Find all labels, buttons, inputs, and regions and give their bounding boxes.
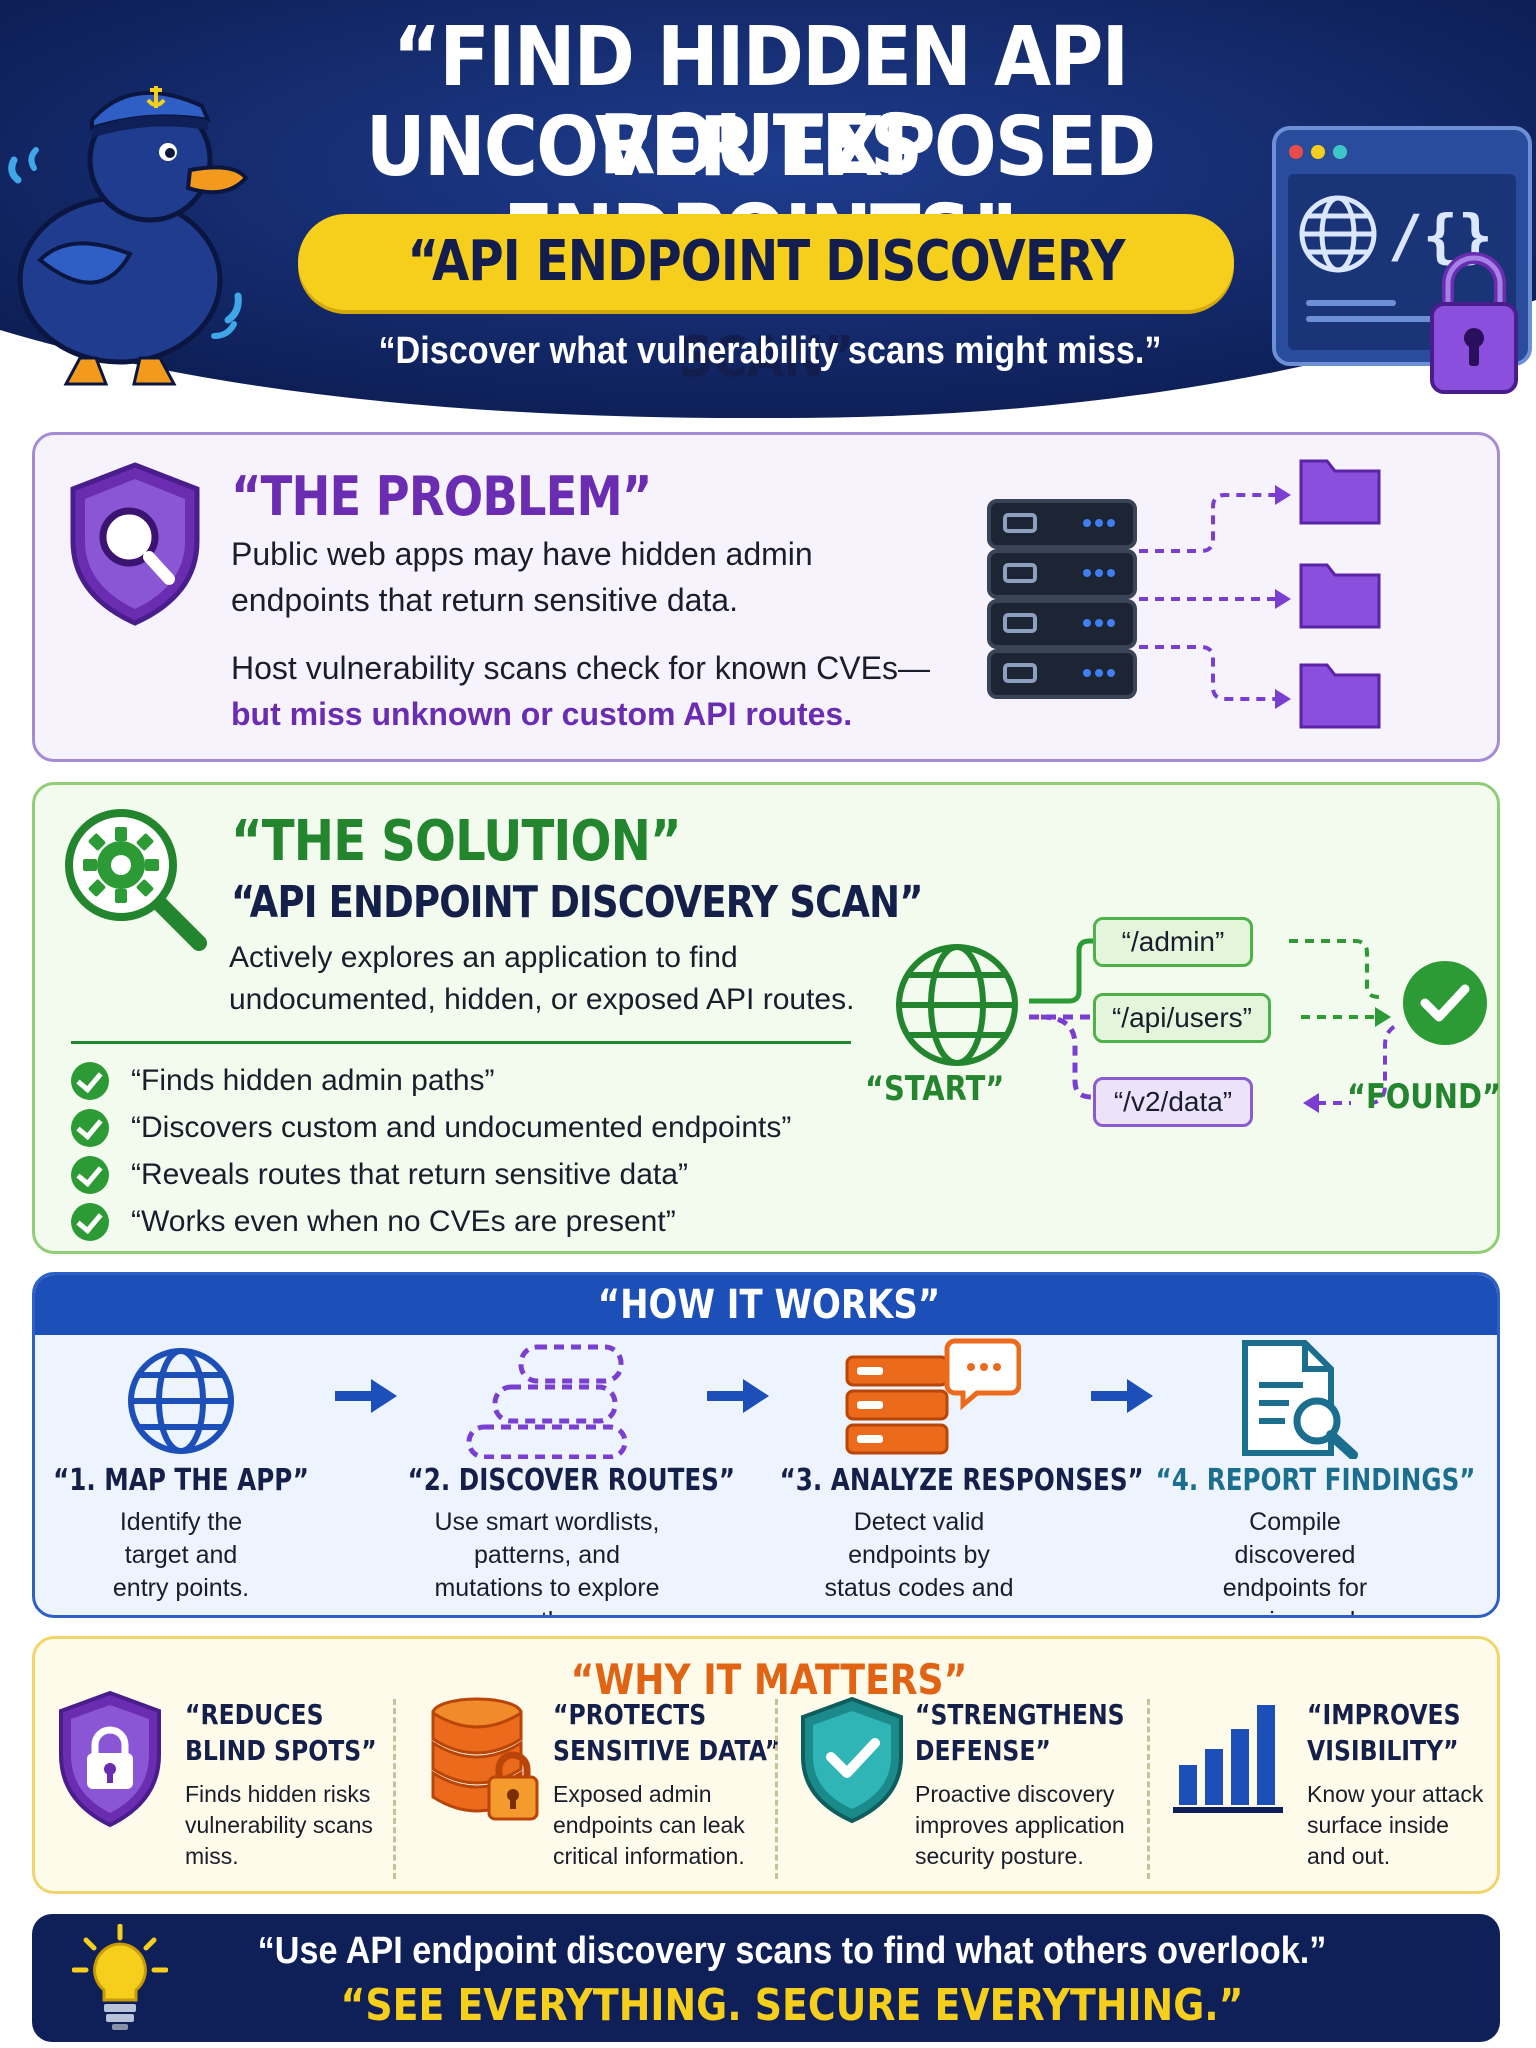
scan-name-pill: “API ENDPOINT DISCOVERY SCAN” [298, 214, 1234, 390]
step-desc: Identify the target and entry points. [112, 1508, 250, 1602]
why-desc-3: Proactive discovery improves application… [915, 1781, 1125, 1869]
why-desc-4: Know your attack surface inside and out. [1307, 1781, 1484, 1869]
check-circle-icon [71, 1061, 109, 1100]
shield-search-icon [70, 462, 200, 626]
lightbulb-icon [72, 1924, 168, 2030]
found-label: “FOUND” [1347, 1077, 1501, 1117]
why-separator [393, 1699, 396, 1879]
route-v2-data: “/v2/data” [1093, 1077, 1253, 1127]
check-circle-icon [1403, 961, 1487, 1045]
duck-mascot-icon [8, 86, 249, 386]
header-background [0, 0, 1536, 419]
footer-banner: “Use API endpoint discovery scans to fin… [32, 1914, 1500, 2042]
gear-search-icon [65, 809, 207, 951]
arrow-right-icon [707, 1379, 769, 1413]
why-it-matters-title: “WHY IT MATTERS” [570, 1655, 968, 1704]
solution-card: “THE SOLUTION” “API ENDPOINT DISCOVERY S… [32, 782, 1501, 1254]
scan-name-text: “API ENDPOINT DISCOVERY SCAN” [407, 229, 1125, 390]
problem-card: “THE PROBLEM” Public web apps may have h… [32, 432, 1500, 762]
why-desc-2: Exposed admin endpoints can leak critica… [553, 1781, 745, 1869]
solution-subtitle: “API ENDPOINT DISCOVERY SCAN” [231, 877, 924, 928]
step-title: “2. DISCOVER ROUTES” [407, 1463, 736, 1498]
step-4: “4. REPORT FINDINGS” Compile discovered … [1125, 1463, 1476, 1615]
problem-text-2b: but miss unknown or custom API routes. [231, 696, 853, 732]
check-circle-icon [71, 1108, 109, 1147]
footer-slogan: “SEE EVERYTHING. SECURE EVERYTHING.” [340, 1980, 1244, 2031]
arrow-right-icon [1091, 1379, 1153, 1413]
why-separator [775, 1699, 778, 1879]
how-it-works-header: “HOW IT WORKS” [35, 1275, 1497, 1335]
step-title: “1. MAP THE APP” [53, 1463, 309, 1498]
tagline: “Discover what vulnerability scans might… [378, 330, 1162, 372]
check-circle-icon [71, 1155, 109, 1194]
globe-icon [1299, 195, 1377, 273]
solution-text: Actively explores an application to find… [229, 941, 855, 1016]
step-desc: Detect valid endpoints by status codes a… [824, 1508, 1014, 1615]
routes-icon [466, 1344, 628, 1459]
bullet-item: “Finds hidden admin paths” [71, 1057, 791, 1104]
step-3: “3. ANALYZE RESPONSES” Detect valid endp… [749, 1463, 1144, 1615]
arrow-right-icon [335, 1379, 397, 1413]
footer-message: “Use API endpoint discovery scans to fin… [257, 1930, 1327, 1972]
step-1: “1. MAP THE APP” Identify the target and… [35, 1463, 351, 1605]
how-it-works-card: “HOW IT WORKS” “1. [32, 1272, 1500, 1618]
globe-icon [896, 944, 1018, 1066]
header-banner: “FIND HIDDEN API ROUTES UNCOVER EXPOSED … [0, 0, 1536, 420]
route-api-users: “/api/users” [1093, 993, 1271, 1043]
start-label: “START” [865, 1069, 1005, 1109]
bar-chart-icon [1173, 1705, 1283, 1813]
server-to-folders-diagram [987, 459, 1381, 729]
solution-divider [71, 1041, 851, 1044]
problem-text-2: Host vulnerability scans check for known… [231, 645, 951, 737]
lock-icon [1430, 252, 1518, 394]
server-chat-icon [845, 1338, 1021, 1455]
check-circle-icon [71, 1202, 109, 1241]
shield-lock-icon [59, 1690, 161, 1828]
step-2: “2. DISCOVER ROUTES” Use smart wordlists… [377, 1463, 736, 1615]
bullet-item: “Discovers custom and undocumented endpo… [71, 1104, 791, 1151]
how-it-works-title: “HOW IT WORKS” [597, 1282, 941, 1328]
solution-title: “THE SOLUTION” [231, 809, 682, 874]
browser-code-icon: /{} [1272, 126, 1532, 394]
globe-icon [128, 1348, 234, 1454]
problem-title: “THE PROBLEM” [231, 465, 652, 528]
database-lock-icon [431, 1697, 539, 1821]
server-icon [987, 499, 1137, 699]
step-title: “4. REPORT FINDINGS” [1155, 1463, 1476, 1498]
shield-check-icon [801, 1696, 903, 1824]
step-title: “3. ANALYZE RESPONSES” [779, 1463, 1144, 1498]
document-search-icon [1242, 1340, 1358, 1459]
why-desc-1: Finds hidden risks vulnerability scans m… [185, 1781, 373, 1869]
why-separator [1147, 1699, 1150, 1879]
bullet-item: “Works even when no CVEs are present” [71, 1198, 791, 1245]
folder-icon [1299, 459, 1381, 729]
bullet-item: “Reveals routes that return sensitive da… [71, 1151, 791, 1198]
step-desc: Compile discovered endpoints for review … [1222, 1508, 1368, 1615]
solution-bullets: “Finds hidden admin paths” “Discovers cu… [71, 1057, 791, 1245]
main-title-line1: “FIND HIDDEN API ROUTES [392, 10, 1129, 193]
step-desc: Use smart wordlists, patterns, and mutat… [434, 1508, 660, 1615]
problem-text-2a: Host vulnerability scans check for known… [231, 650, 930, 686]
route-admin: “/admin” [1093, 917, 1253, 967]
problem-text-1: Public web apps may have hidden admin en… [231, 536, 813, 618]
